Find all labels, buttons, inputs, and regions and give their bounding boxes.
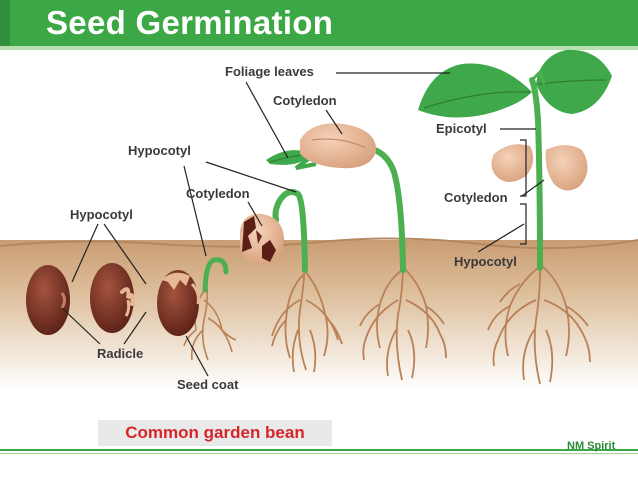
header-accent-stripe	[0, 0, 10, 46]
label-hypocotyl-top: Hypocotyl	[128, 143, 191, 158]
bracket-hypocotyl	[520, 203, 527, 245]
roots-stage-6	[487, 249, 591, 385]
label-cotyledon-mid: Cotyledon	[186, 186, 250, 201]
label-epicotyl: Epicotyl	[436, 121, 487, 136]
leader-foliage-diagonal	[245, 81, 289, 159]
foliage-leaf-left	[418, 63, 532, 118]
label-hypocotyl-left: Hypocotyl	[70, 207, 133, 222]
label-cotyledon-right: Cotyledon	[444, 190, 508, 205]
leader-hypocotyl-right	[477, 223, 525, 253]
leader-hypocotyl-left-1	[71, 223, 99, 283]
brand-logo-text: NM Spirit	[567, 440, 616, 452]
seed-coat-stage-4	[240, 213, 284, 264]
stem-stage-4	[272, 189, 308, 273]
label-radicle: Radicle	[97, 346, 144, 361]
leader-hypocotyl-left-2	[103, 223, 147, 285]
leader-radicle-1	[61, 307, 101, 345]
leader-cotyledon-top	[325, 109, 343, 135]
leader-hypocotyl-top	[205, 161, 297, 193]
header-bar	[0, 0, 638, 46]
cotyledon-right	[545, 145, 588, 191]
page-title: Seed Germination	[46, 4, 334, 41]
footer-line	[0, 449, 638, 451]
seed-stage-3	[157, 257, 237, 361]
stem-stage-3	[202, 257, 229, 293]
cotyledon-stage-5	[300, 123, 377, 169]
label-seed-coat: Seed coat	[177, 377, 239, 392]
roots-stage-4	[271, 249, 343, 373]
stem-stage-6	[529, 77, 543, 271]
footer-line-light	[0, 453, 638, 454]
leader-radicle-2	[123, 311, 147, 345]
cotyledon-left	[491, 144, 534, 182]
stem-stage-5	[363, 145, 406, 273]
soil-surface	[0, 237, 638, 250]
leader-hypocotyl-stage3	[183, 165, 207, 257]
seedling-stage-4	[240, 189, 343, 373]
foliage-leaf-right	[536, 49, 612, 114]
roots-stage-5	[359, 249, 447, 381]
seed-stage-2	[90, 263, 135, 333]
caption-common-garden-bean: Common garden bean	[98, 420, 332, 446]
seed-stage-1	[26, 265, 70, 335]
leader-cotyledon-mid	[247, 201, 263, 227]
label-cotyledon-top: Cotyledon	[273, 93, 337, 108]
leader-seed-coat	[185, 335, 209, 377]
label-hypocotyl-right: Hypocotyl	[454, 254, 517, 269]
header-underline	[0, 46, 638, 50]
label-foliage-leaves: Foliage leaves	[225, 64, 314, 79]
seedling-stage-6	[418, 49, 612, 385]
leader-lines	[61, 72, 545, 377]
bracket-epicotyl	[520, 139, 527, 197]
seedling-stage-5	[266, 123, 447, 381]
